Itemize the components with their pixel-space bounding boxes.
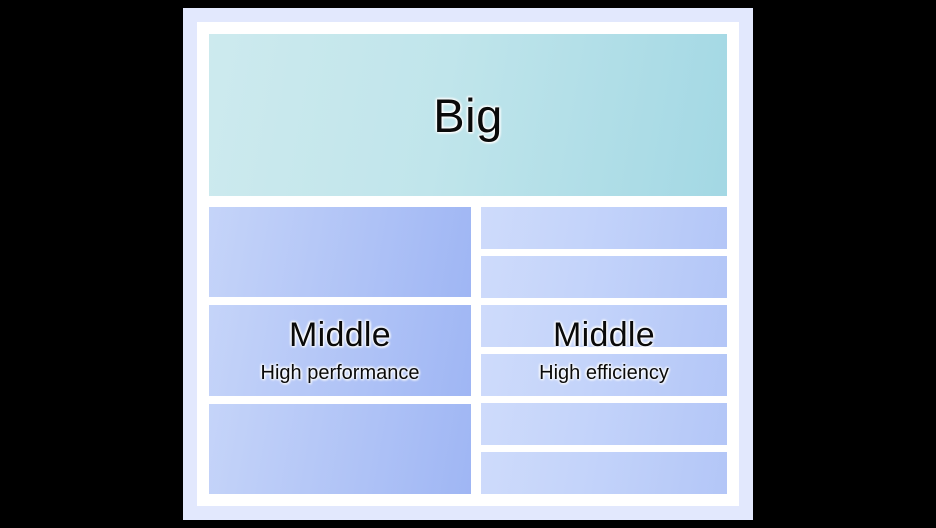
efficiency-core-block: [481, 354, 727, 396]
efficiency-core-block: [481, 207, 727, 249]
chip-frame: Big Middle High performance: [183, 8, 753, 520]
big-core-label: Big: [433, 88, 503, 142]
performance-core-block: [209, 305, 471, 396]
efficiency-core-block: [481, 305, 727, 347]
performance-core-block: [209, 403, 471, 494]
high-performance-core-column: Middle High performance: [209, 207, 471, 494]
efficiency-core-block: [481, 403, 727, 445]
high-efficiency-core-column: Middle High efficiency: [481, 207, 727, 494]
chip-board: Big Middle High performance: [197, 22, 739, 506]
efficiency-core-block: [481, 452, 727, 494]
performance-core-block: [209, 207, 471, 298]
middle-core-cluster: Middle High performance Middle High effi…: [209, 207, 727, 494]
big-core-block: Big: [209, 34, 727, 196]
efficiency-core-block: [481, 256, 727, 298]
